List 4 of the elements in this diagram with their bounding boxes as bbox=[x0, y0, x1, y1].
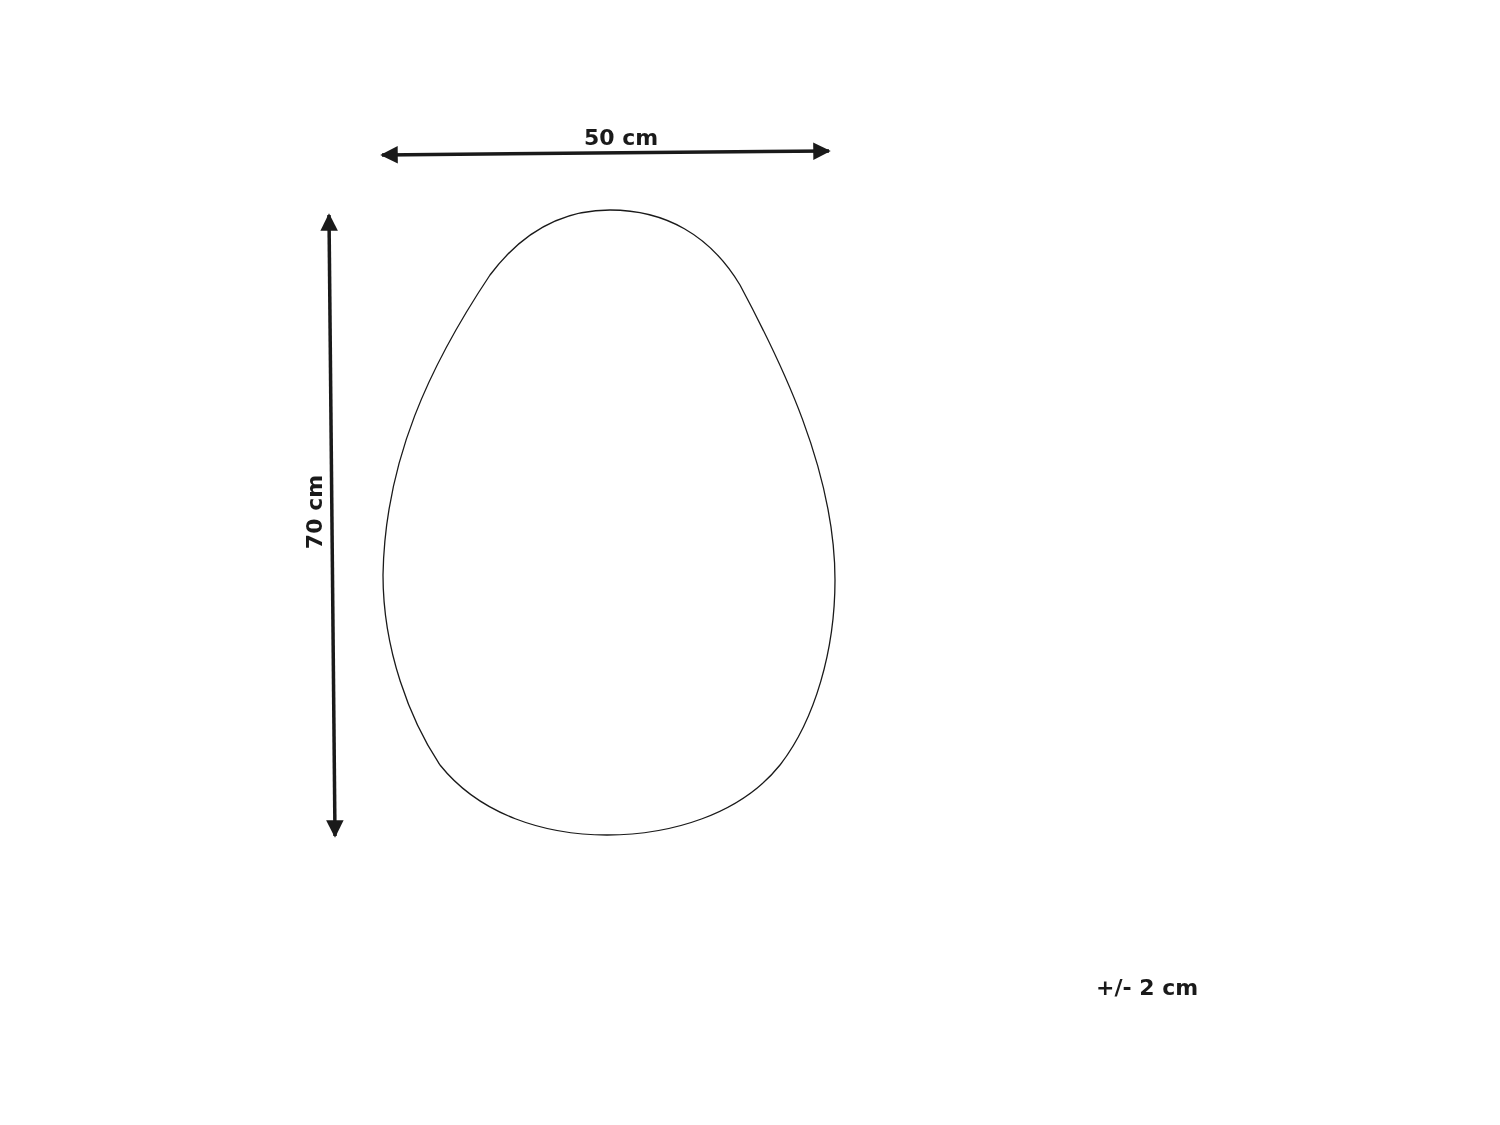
dimension-label: 70 cm bbox=[304, 474, 327, 550]
egg-shape-outline bbox=[382, 209, 836, 836]
dimension-label: 50 cm bbox=[584, 127, 659, 149]
dimension-label: +/- 2 cm bbox=[1096, 977, 1199, 999]
